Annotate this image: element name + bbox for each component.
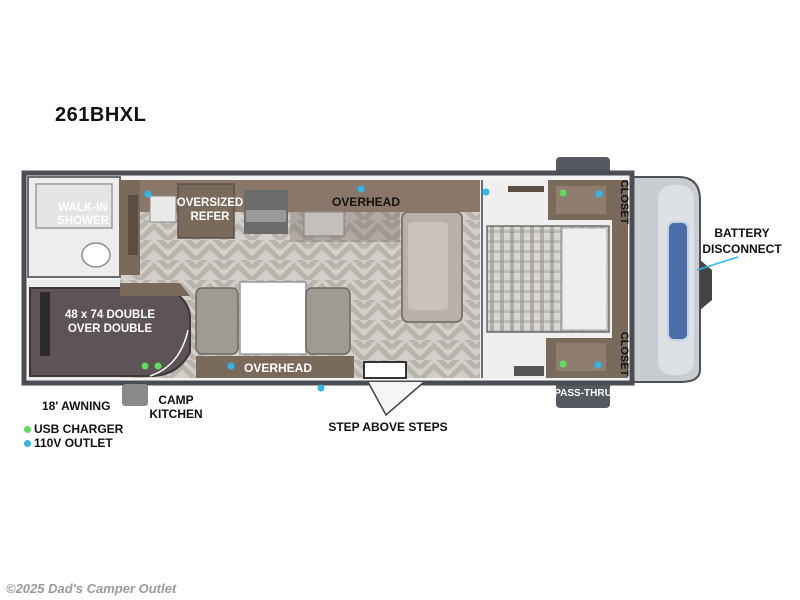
- outlet-markers: [141, 185, 603, 392]
- outlet-usb: [559, 360, 567, 368]
- watermark: ©2025 Dad's Camper Outlet: [6, 581, 177, 596]
- dinette-table: [239, 281, 307, 355]
- usb-dot-icon: [24, 425, 31, 433]
- walk-in-label: WALK-IN: [58, 202, 107, 214]
- outlet-110v: [482, 188, 490, 196]
- overhead-bottom-label: OVERHEAD: [244, 361, 312, 375]
- salem-logo: [667, 221, 689, 341]
- legend-usb: USB CHARGER: [24, 422, 123, 436]
- entry-step: [363, 361, 407, 379]
- bunk-size-label: 48 x 74 DOUBLE: [65, 309, 155, 321]
- closet-bottom-label: CLOSET: [618, 332, 630, 377]
- outlet-110v: [595, 190, 603, 198]
- oversized-label: OVERSIZED: [177, 197, 243, 209]
- outlet-dot-icon: [24, 439, 31, 447]
- kitchen-label: KITCHEN: [149, 407, 202, 421]
- overhead-bottom-bar: [196, 356, 354, 378]
- sink: [303, 211, 345, 237]
- battery-pointer: [696, 256, 739, 271]
- outlet-usb: [141, 362, 149, 370]
- refrigerator: [177, 183, 235, 239]
- walk-in-shower: [35, 183, 113, 229]
- closet-top-label: CLOSET: [618, 180, 630, 225]
- camp-label: CAMP: [158, 393, 193, 407]
- pass-thru-label: PASS-THRU: [554, 388, 612, 399]
- shower-label: SHOWER: [57, 215, 109, 227]
- outlet-110v: [594, 361, 602, 369]
- battery-label: BATTERY: [714, 226, 769, 240]
- overhead-top-label: OVERHEAD: [332, 195, 400, 209]
- legend-110v: 110V OUTLET: [24, 436, 113, 450]
- legend-usb-label: USB CHARGER: [34, 422, 124, 436]
- bunk-type-label: OVER DOUBLE: [68, 323, 153, 335]
- toilet: [81, 242, 111, 268]
- disconnect-label: DISCONNECT: [702, 242, 782, 256]
- dinette-bench-left: [195, 287, 239, 355]
- legend-110v-label: 110V OUTLET: [34, 436, 113, 450]
- outlet-usb: [154, 362, 162, 370]
- outlet-110v: [357, 185, 365, 193]
- outlet-usb: [559, 189, 567, 197]
- outlet-110v: [317, 384, 325, 392]
- refer-label: REFER: [191, 211, 231, 223]
- model-title: 261BHXL: [55, 104, 147, 126]
- dinette-bench-right: [305, 287, 351, 355]
- outlet-110v: [227, 362, 235, 370]
- outlet-110v: [144, 190, 152, 198]
- step-label: STEP ABOVE STEPS: [328, 420, 447, 434]
- awning-label: 18' AWNING: [42, 399, 110, 413]
- camp-kitchen: [122, 384, 148, 406]
